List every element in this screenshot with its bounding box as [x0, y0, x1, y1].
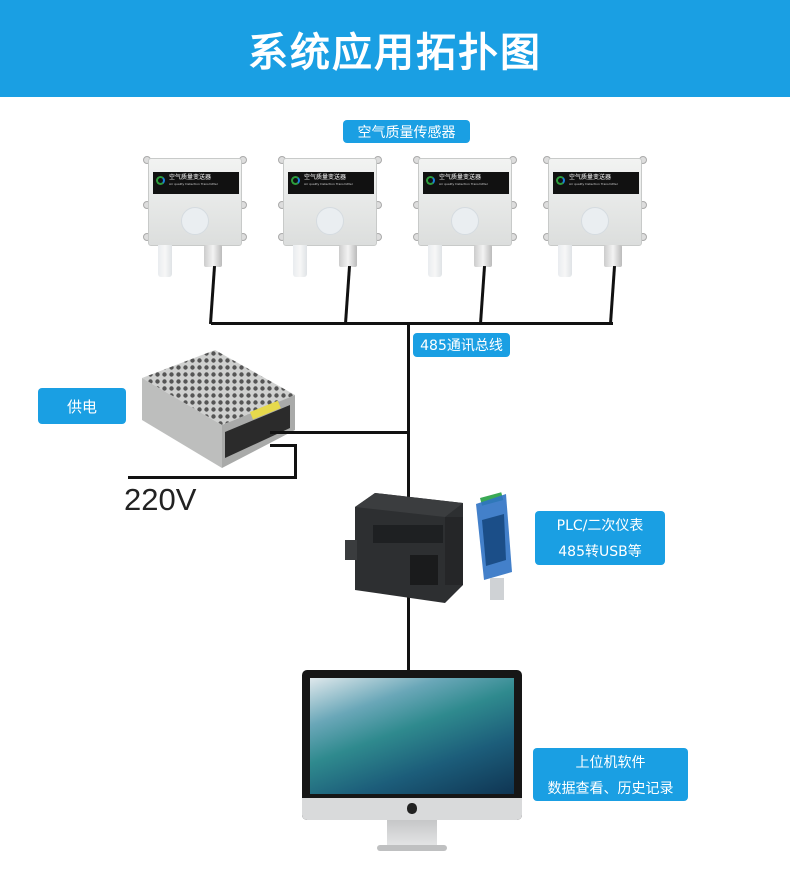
pc-label-line2: 数据查看、历史记录	[547, 780, 674, 797]
cable-gland	[604, 245, 622, 267]
air-quality-sensor-4: 空气质量变送器 Air quality Detection Transmitte…	[540, 153, 650, 288]
air-quality-sensor-1: 空气质量变送器 Air quality Detection Transmitte…	[140, 153, 250, 288]
sensor-device-name: 空气质量变送器	[439, 174, 482, 181]
brand-logo-icon	[156, 176, 165, 185]
sensor-device-subtitle: Air quality Detection Transmitter	[439, 182, 488, 186]
cable-gland	[204, 245, 222, 267]
page-title: 系统应用拓扑图	[0, 0, 790, 97]
power-label: 供电	[38, 388, 126, 424]
air-quality-sensor-3: 空气质量变送器 Air quality Detection Transmitte…	[410, 153, 520, 288]
computer-monitor-image	[302, 670, 522, 852]
cable-gland	[474, 245, 492, 267]
power-supply-image	[140, 350, 298, 468]
power-feed-line	[270, 431, 410, 434]
apple-logo-icon	[407, 803, 417, 814]
plc-label-line2: 485转USB等	[558, 544, 642, 560]
sensor-probe	[293, 245, 307, 277]
air-quality-sensor-2: 空气质量变送器 Air quality Detection Transmitte…	[275, 153, 385, 288]
mains-line-stub	[270, 444, 297, 447]
sensor-window	[316, 207, 344, 235]
usb-converter-image	[472, 490, 517, 602]
sensor-window	[451, 207, 479, 235]
brand-logo-icon	[556, 176, 565, 185]
sensor-probe	[558, 245, 572, 277]
sensor-window	[181, 207, 209, 235]
plc-label: PLC/二次仪表 485转USB等	[535, 511, 665, 565]
sensor-device-subtitle: Air quality Detection Transmitter	[569, 182, 618, 186]
bus-label: 485通讯总线	[413, 333, 510, 357]
pc-software-label: 上位机软件 数据查看、历史记录	[533, 748, 688, 801]
brand-logo-icon	[426, 176, 435, 185]
plc-image	[345, 485, 467, 605]
sensor-device-name: 空气质量变送器	[569, 174, 612, 181]
mains-line-vertical	[294, 444, 297, 479]
plc-label-line1: PLC/二次仪表	[556, 518, 644, 534]
brand-logo-icon	[291, 176, 300, 185]
sensor-window	[581, 207, 609, 235]
sensor-device-subtitle: Air quality Detection Transmitter	[304, 182, 353, 186]
sensor-device-subtitle: Air quality Detection Transmitter	[169, 182, 218, 186]
voltage-label: 220V	[124, 482, 197, 517]
sensor-probe	[158, 245, 172, 277]
sensor-probe	[428, 245, 442, 277]
mains-line-horizontal	[128, 476, 297, 479]
sensors-label: 空气质量传感器	[343, 120, 470, 143]
sensor-device-name: 空气质量变送器	[304, 174, 347, 181]
bus-horizontal-line	[211, 322, 613, 325]
cable-gland	[339, 245, 357, 267]
pc-label-line1: 上位机软件	[575, 754, 646, 771]
sensor-device-name: 空气质量变送器	[169, 174, 212, 181]
